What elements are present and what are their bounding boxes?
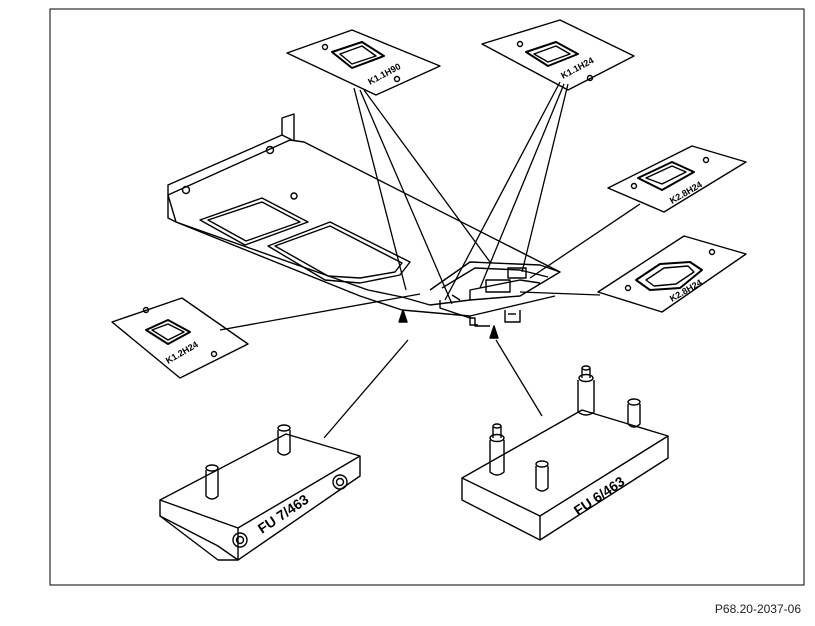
fixture-left: FU 7/463: [159, 424, 361, 561]
plate-left: K1.2H24: [111, 297, 249, 379]
plate-right-lower: K2.8H24: [597, 235, 747, 313]
figure-border: [49, 8, 805, 586]
plate-top-right: K1.1H24: [481, 19, 635, 91]
plate-right-upper: K2.8H24: [607, 145, 747, 213]
fixture-right: FU 6/463: [461, 365, 669, 541]
arrow-up-right: [489, 325, 499, 339]
arrow-up-left: [398, 309, 408, 323]
figure-reference-code: P68.20-2037-06: [714, 602, 801, 616]
leader-lines: [219, 81, 641, 439]
mounting-bracket: [167, 113, 561, 327]
plate-top-left: K1.1H90: [286, 29, 441, 96]
